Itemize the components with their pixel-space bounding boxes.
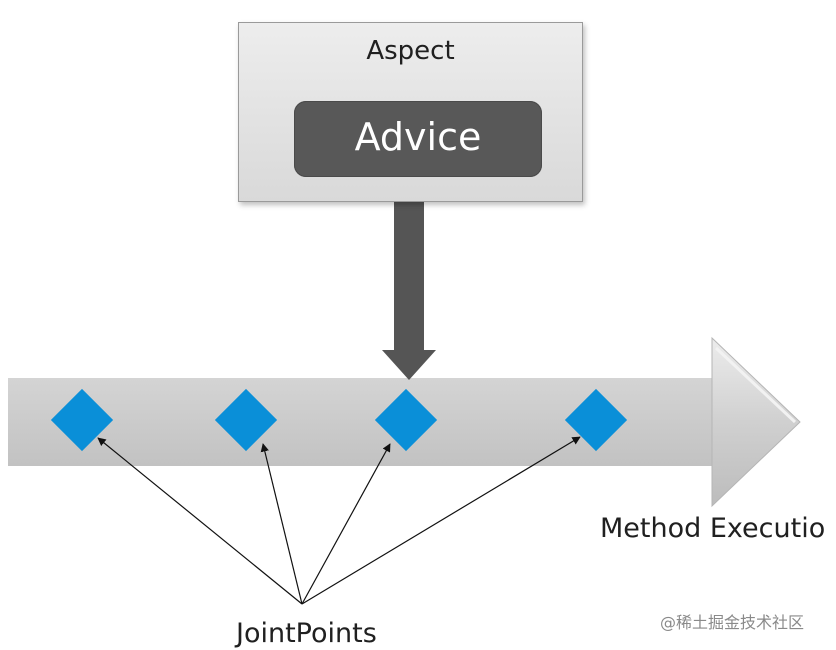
joinpoint-diamond (374, 388, 438, 452)
joinpoint-diamond (564, 388, 628, 452)
watermark: @稀土掘金技术社区 (660, 613, 805, 632)
pointer-line (301, 443, 391, 605)
down-arrow-shaft (394, 202, 424, 350)
joinpoint-diamond (214, 388, 278, 452)
pointer-line (260, 443, 303, 605)
aspect-box: Aspect Advice (238, 22, 583, 202)
joinpoints (50, 388, 628, 452)
arrow-tip-highlight (714, 346, 797, 424)
joinpoint-diamond (50, 388, 114, 452)
pointer-line (97, 437, 303, 605)
advice-box: Advice (294, 101, 542, 177)
advice-label: Advice (354, 115, 482, 159)
advice-down-arrow (382, 202, 436, 380)
joinpoint-pointers (97, 436, 581, 605)
method-execution-label: Method Executio (600, 513, 826, 544)
joinpoints-label: JointPoints (236, 618, 377, 649)
arrow-tip (711, 336, 801, 508)
aspect-title: Aspect (366, 36, 455, 66)
down-arrow-head (382, 350, 436, 380)
pointer-line (301, 436, 581, 605)
